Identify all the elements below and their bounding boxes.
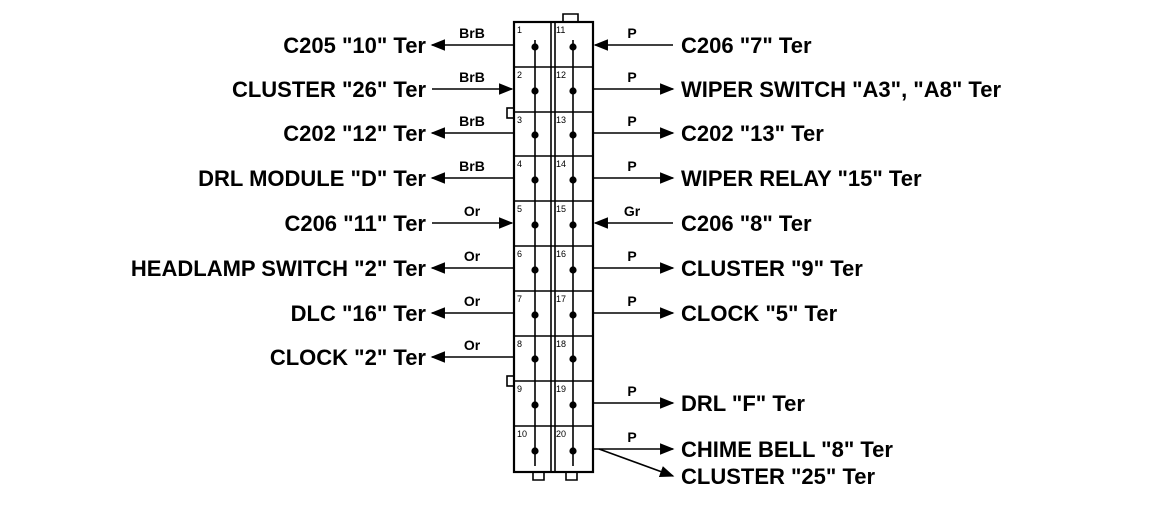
connector-body [512, 20, 595, 474]
right-terminal-label: CLUSTER "9" Ter [681, 256, 863, 281]
pin-number: 20 [556, 429, 566, 439]
pin-number: 2 [517, 70, 522, 80]
pin-dot [531, 355, 539, 363]
pin-number: 19 [556, 384, 566, 394]
left-terminal-label: DRL MODULE "D" Ter [198, 166, 426, 191]
pin-number: 4 [517, 159, 522, 169]
wire-color: Or [464, 203, 481, 219]
left-terminal-label: CLUSTER "26" Ter [232, 77, 426, 102]
pin-number: 1 [517, 25, 522, 35]
wire-color: P [627, 25, 636, 41]
pin-number: 12 [556, 70, 566, 80]
left-terminal-label: DLC "16" Ter [291, 301, 427, 326]
pin-number: 15 [556, 204, 566, 214]
pin-dot [569, 355, 577, 363]
pin-dot [531, 87, 539, 95]
pin-number: 6 [517, 249, 522, 259]
wire-color: Or [464, 293, 481, 309]
pin-number: 9 [517, 384, 522, 394]
pin-number: 14 [556, 159, 566, 169]
connector-bottom-tab [532, 472, 545, 481]
wire-color: BrB [459, 25, 485, 41]
left-terminal-label: C205 "10" Ter [283, 33, 426, 58]
right-terminal-label: C202 "13" Ter [681, 121, 824, 146]
left-terminal-label: C202 "12" Ter [283, 121, 426, 146]
pin-dot [569, 43, 577, 51]
right-terminal-label: DRL "F" Ter [681, 391, 805, 416]
left-terminal-label: CLOCK "2" Ter [270, 345, 427, 370]
wire-color: P [627, 293, 636, 309]
connector-bottom-tab [565, 472, 578, 481]
pin-number: 5 [517, 204, 522, 214]
pin-number: 13 [556, 115, 566, 125]
pin-dot [569, 176, 577, 184]
wire-arrow-out [598, 448, 675, 477]
pin-dot [569, 401, 577, 409]
right-terminal-label: WIPER RELAY "15" Ter [681, 166, 922, 191]
wire-color: BrB [459, 69, 485, 85]
right-terminal-label: CLOCK "5" Ter [681, 301, 838, 326]
wire-color: P [627, 383, 636, 399]
connector-latch [506, 107, 515, 119]
pin-dot [531, 131, 539, 139]
pin-number: 8 [517, 339, 522, 349]
pin-dot [569, 311, 577, 319]
right-terminal-label: C206 "8" Ter [681, 211, 812, 236]
pin-dot [531, 401, 539, 409]
pin-number: 18 [556, 339, 566, 349]
left-terminal-label: HEADLAMP SWITCH "2" Ter [131, 256, 427, 281]
wire-color: Or [464, 337, 481, 353]
left-terminal-label: C206 "11" Ter [284, 211, 426, 236]
pin-dot [569, 266, 577, 274]
wire-color: P [627, 158, 636, 174]
wire-color: P [627, 429, 636, 445]
wire-color: P [627, 113, 636, 129]
pin-dot [531, 447, 539, 455]
pin-number: 17 [556, 294, 566, 304]
wire-color: Or [464, 248, 481, 264]
pin-dot [531, 221, 539, 229]
wire-color: P [627, 248, 636, 264]
pin-dot [569, 87, 577, 95]
right-terminal-label: WIPER SWITCH "A3", "A8" Ter [681, 77, 1001, 102]
right-terminal-label: CHIME BELL "8" Ter [681, 437, 893, 462]
pin-number: 3 [517, 115, 522, 125]
pin-dot [569, 131, 577, 139]
wire-color: P [627, 69, 636, 85]
wire-color: BrB [459, 158, 485, 174]
pin-dot [569, 221, 577, 229]
pin-number: 16 [556, 249, 566, 259]
pin-dot [531, 176, 539, 184]
wire-color: Gr [624, 203, 641, 219]
connector-top-tab [562, 13, 579, 22]
right-terminal-label: C206 "7" Ter [681, 33, 812, 58]
pin-dot [531, 43, 539, 51]
pin-number: 10 [517, 429, 527, 439]
pin-dot [569, 447, 577, 455]
pin-number: 11 [556, 25, 565, 35]
pin-dot [531, 266, 539, 274]
right-terminal-label: CLUSTER "25" Ter [681, 464, 875, 489]
pin-number: 7 [517, 294, 522, 304]
pin-dot [531, 311, 539, 319]
wire-color: BrB [459, 113, 485, 129]
